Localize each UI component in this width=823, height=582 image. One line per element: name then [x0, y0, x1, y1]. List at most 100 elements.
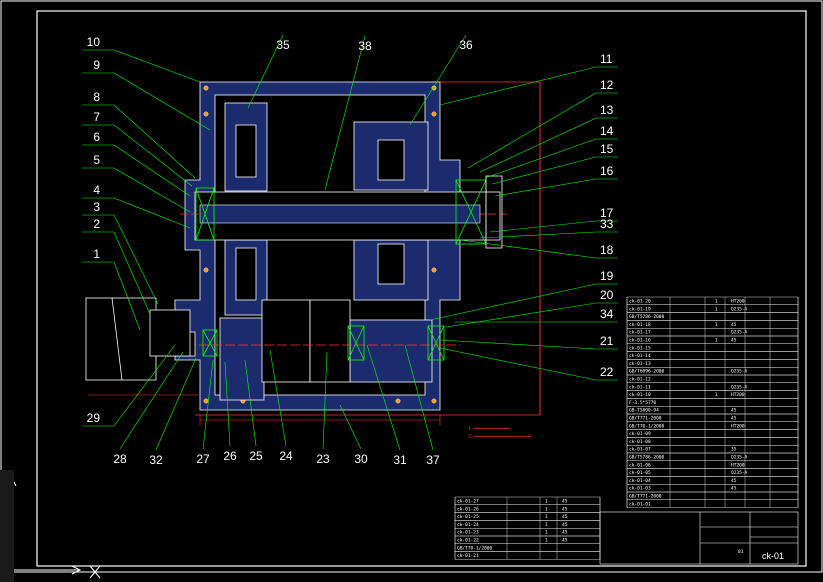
- leader-line-33: [479, 231, 597, 239]
- parts-row-code: ck-01-14: [629, 353, 651, 359]
- leader-line-2: [113, 231, 151, 315]
- parts-row-frame: [626, 476, 799, 485]
- leader-line-26: [224, 361, 231, 447]
- leader-line-31: [366, 344, 401, 451]
- parts-row-code: GB/T771-2000: [629, 494, 662, 500]
- bottom-row-qty: 1: [545, 522, 548, 528]
- callout-35: 35: [276, 38, 290, 52]
- leader-line-13: [479, 117, 597, 173]
- parts-row-material: Q235-A: [731, 330, 748, 336]
- parts-row-code: GB/T5786-2000: [629, 455, 665, 461]
- technical-note-2: 2. ━━━━━━━━━━━━━━━━━━━: [468, 434, 532, 440]
- parts-row-code: GB/T771-2000: [629, 416, 662, 422]
- leader-line-18: [459, 239, 597, 259]
- parts-row-qty: 1: [715, 322, 718, 328]
- parts-row-code: ck-01-20: [629, 299, 651, 305]
- motor-block: [85, 297, 191, 381]
- callout-13: 13: [600, 103, 614, 117]
- parts-row-code: ck-01-15: [629, 345, 651, 351]
- bottom-row-material: 45: [562, 522, 568, 528]
- lower-bearings: [202, 325, 445, 361]
- drawing-frame: [36, 10, 807, 567]
- bottom-row-code: GB/T70-1/2000: [457, 545, 493, 551]
- leader-line-8: [113, 104, 196, 179]
- parts-row-qty: 1: [715, 392, 718, 398]
- parts-row-code: ck-01-17: [629, 330, 651, 336]
- bottom-row-code: ck-01-23: [457, 530, 479, 536]
- parts-row-code: GB-T5800-94: [629, 408, 659, 414]
- leader-line-10: [113, 49, 201, 83]
- leader-line-36: [409, 34, 467, 126]
- callout-12: 12: [600, 78, 614, 92]
- parts-row-frame: [626, 429, 799, 438]
- bottom-row-code: ck-01-21: [457, 553, 479, 559]
- callout-8: 8: [93, 90, 100, 104]
- leader-line-6: [113, 144, 191, 197]
- parts-row-code: GB/T6096-2000: [629, 369, 665, 375]
- parts-row-code: ck-01-05: [629, 470, 651, 476]
- callout-22: 22: [600, 365, 614, 379]
- leader-line-35: [247, 34, 284, 109]
- parts-row-material: 45: [731, 408, 737, 414]
- shaft-38: [180, 191, 510, 241]
- parts-row-code: ck-01-19: [629, 306, 651, 312]
- leader-line-30: [339, 404, 362, 450]
- callout-16: 16: [600, 164, 614, 178]
- leader-line-32: [155, 357, 197, 451]
- parts-row-material: Q235-A: [731, 384, 748, 390]
- parts-row-frame: [626, 296, 799, 306]
- parts-row-material: 35: [731, 447, 737, 453]
- bottom-row-material: 45: [562, 530, 568, 536]
- ucs-arrows: [7, 476, 101, 579]
- leader-line-25: [244, 359, 257, 447]
- bottom-row-material: 45: [562, 499, 568, 505]
- callout-18: 18: [600, 243, 614, 257]
- parts-row-material: 45: [731, 478, 737, 484]
- leader-line-38: [324, 35, 366, 191]
- callout-10: 10: [87, 35, 101, 49]
- callout-37: 37: [426, 453, 440, 467]
- parts-row-code: ck-01-03: [629, 486, 651, 492]
- leader-line-4: [113, 197, 191, 229]
- parts-row-material: Q235-A: [731, 455, 748, 461]
- drawing-number: ck-01: [762, 551, 784, 561]
- parts-row-frame: [626, 359, 799, 368]
- callout-17: 17: [600, 206, 614, 220]
- callout-38: 38: [358, 39, 372, 53]
- bottom-row-material: 45: [562, 506, 568, 512]
- callout-27: 27: [196, 452, 210, 466]
- parts-row-code: ck-01-11: [629, 384, 651, 390]
- parts-row-frame: [626, 328, 799, 337]
- leader-line-14: [484, 138, 597, 179]
- callout-21: 21: [600, 334, 614, 348]
- callout-9: 9: [93, 58, 100, 72]
- ucs-toolbar[interactable]: [0, 470, 14, 582]
- parts-row-code: ck-01-04: [629, 478, 651, 484]
- callout-28: 28: [113, 452, 127, 466]
- leader-line-5: [113, 167, 191, 213]
- callout-4: 4: [93, 183, 100, 197]
- leader-line-11: [439, 66, 597, 106]
- callout-32: 32: [149, 453, 163, 467]
- section-outline: [195, 81, 541, 416]
- callout-6: 6: [93, 130, 100, 144]
- parts-row-frame: [626, 445, 799, 454]
- sheet-number: 01: [738, 549, 744, 555]
- parts-row-code: GB/T70-1/2000: [629, 423, 665, 429]
- parts-row-code: F-3.5*5770: [629, 400, 656, 406]
- bottom-row-code: ck-01-25: [457, 514, 479, 520]
- parts-row-code: ck-01-07: [629, 447, 651, 453]
- parts-row-frame: [626, 320, 799, 329]
- parts-row-code: ck-01-09: [629, 431, 651, 437]
- callout-29: 29: [87, 411, 101, 425]
- parts-row-material: Q235-A: [731, 306, 748, 312]
- leader-line-37: [404, 344, 434, 451]
- parts-row-qty: 1: [715, 299, 718, 305]
- parts-row-code: GB/T5786-2000: [629, 314, 665, 320]
- callout-33: 33: [600, 217, 614, 231]
- callout-7: 7: [93, 110, 100, 124]
- gear-36: [353, 121, 429, 301]
- bottom-row-qty: 1: [545, 499, 548, 505]
